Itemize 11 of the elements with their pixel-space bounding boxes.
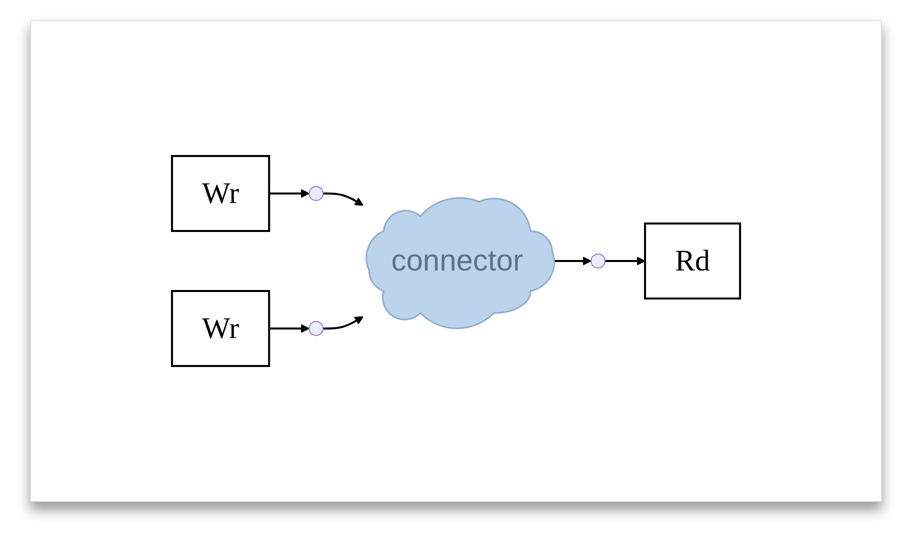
arrow <box>269 189 310 198</box>
arrow <box>323 192 364 206</box>
node-box: Rd <box>644 222 742 300</box>
node-circle <box>308 321 324 336</box>
arrow <box>323 316 364 330</box>
node-circle <box>308 186 324 201</box>
arrow <box>269 324 310 333</box>
arrow <box>605 256 646 266</box>
node-box: Wr <box>170 155 270 232</box>
node-box: Wr <box>170 290 270 367</box>
node-circle <box>590 254 606 268</box>
